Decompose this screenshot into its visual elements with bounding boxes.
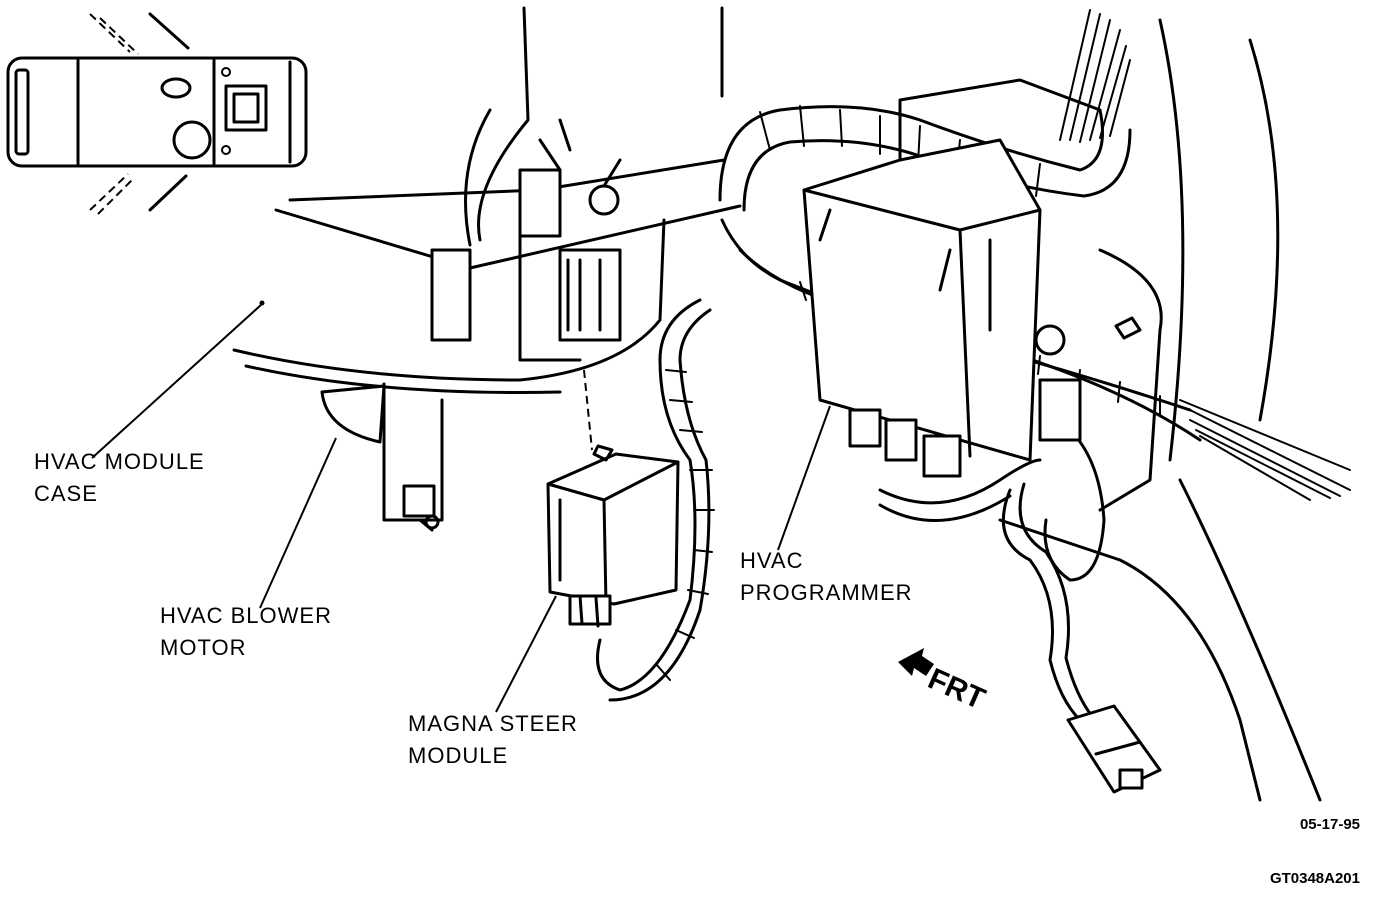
front-direction-arrow: FRT — [898, 648, 990, 716]
figure-id: GT0348A201 — [1269, 870, 1360, 887]
figure-stamp: 05-17-95 GT0348A201 — [1270, 780, 1360, 906]
vehicle-locator-inset — [6, 12, 308, 215]
leader-hvac-programmer — [777, 405, 831, 551]
leader-hvac-module-case — [91, 303, 263, 459]
label-hvac-programmer: HVAC PROGRAMMER — [740, 548, 913, 605]
wiring-harness — [596, 9, 1351, 722]
label-hvac-module-case: HVAC MODULE CASE — [34, 449, 205, 506]
leader-lines — [91, 300, 831, 713]
front-arrow-label: FRT — [923, 662, 990, 716]
wiring-connector — [1066, 704, 1162, 794]
hvac-module-case — [232, 6, 742, 394]
hvac-programmer — [802, 18, 1322, 802]
component-location-diagram: FRT — [6, 6, 1351, 802]
hvac-blower-motor — [320, 382, 444, 532]
label-hvac-blower-motor: HVAC BLOWER MOTOR — [160, 603, 332, 660]
magna-steer-module — [546, 369, 680, 628]
leader-hvac-blower-motor — [259, 437, 337, 609]
leader-hvac-module-case-tip — [259, 300, 265, 306]
figure-date: 05-17-95 — [1299, 816, 1360, 833]
leader-magna-steer-module — [495, 595, 557, 713]
label-magna-steer-module: MAGNA STEER MODULE — [408, 711, 578, 768]
